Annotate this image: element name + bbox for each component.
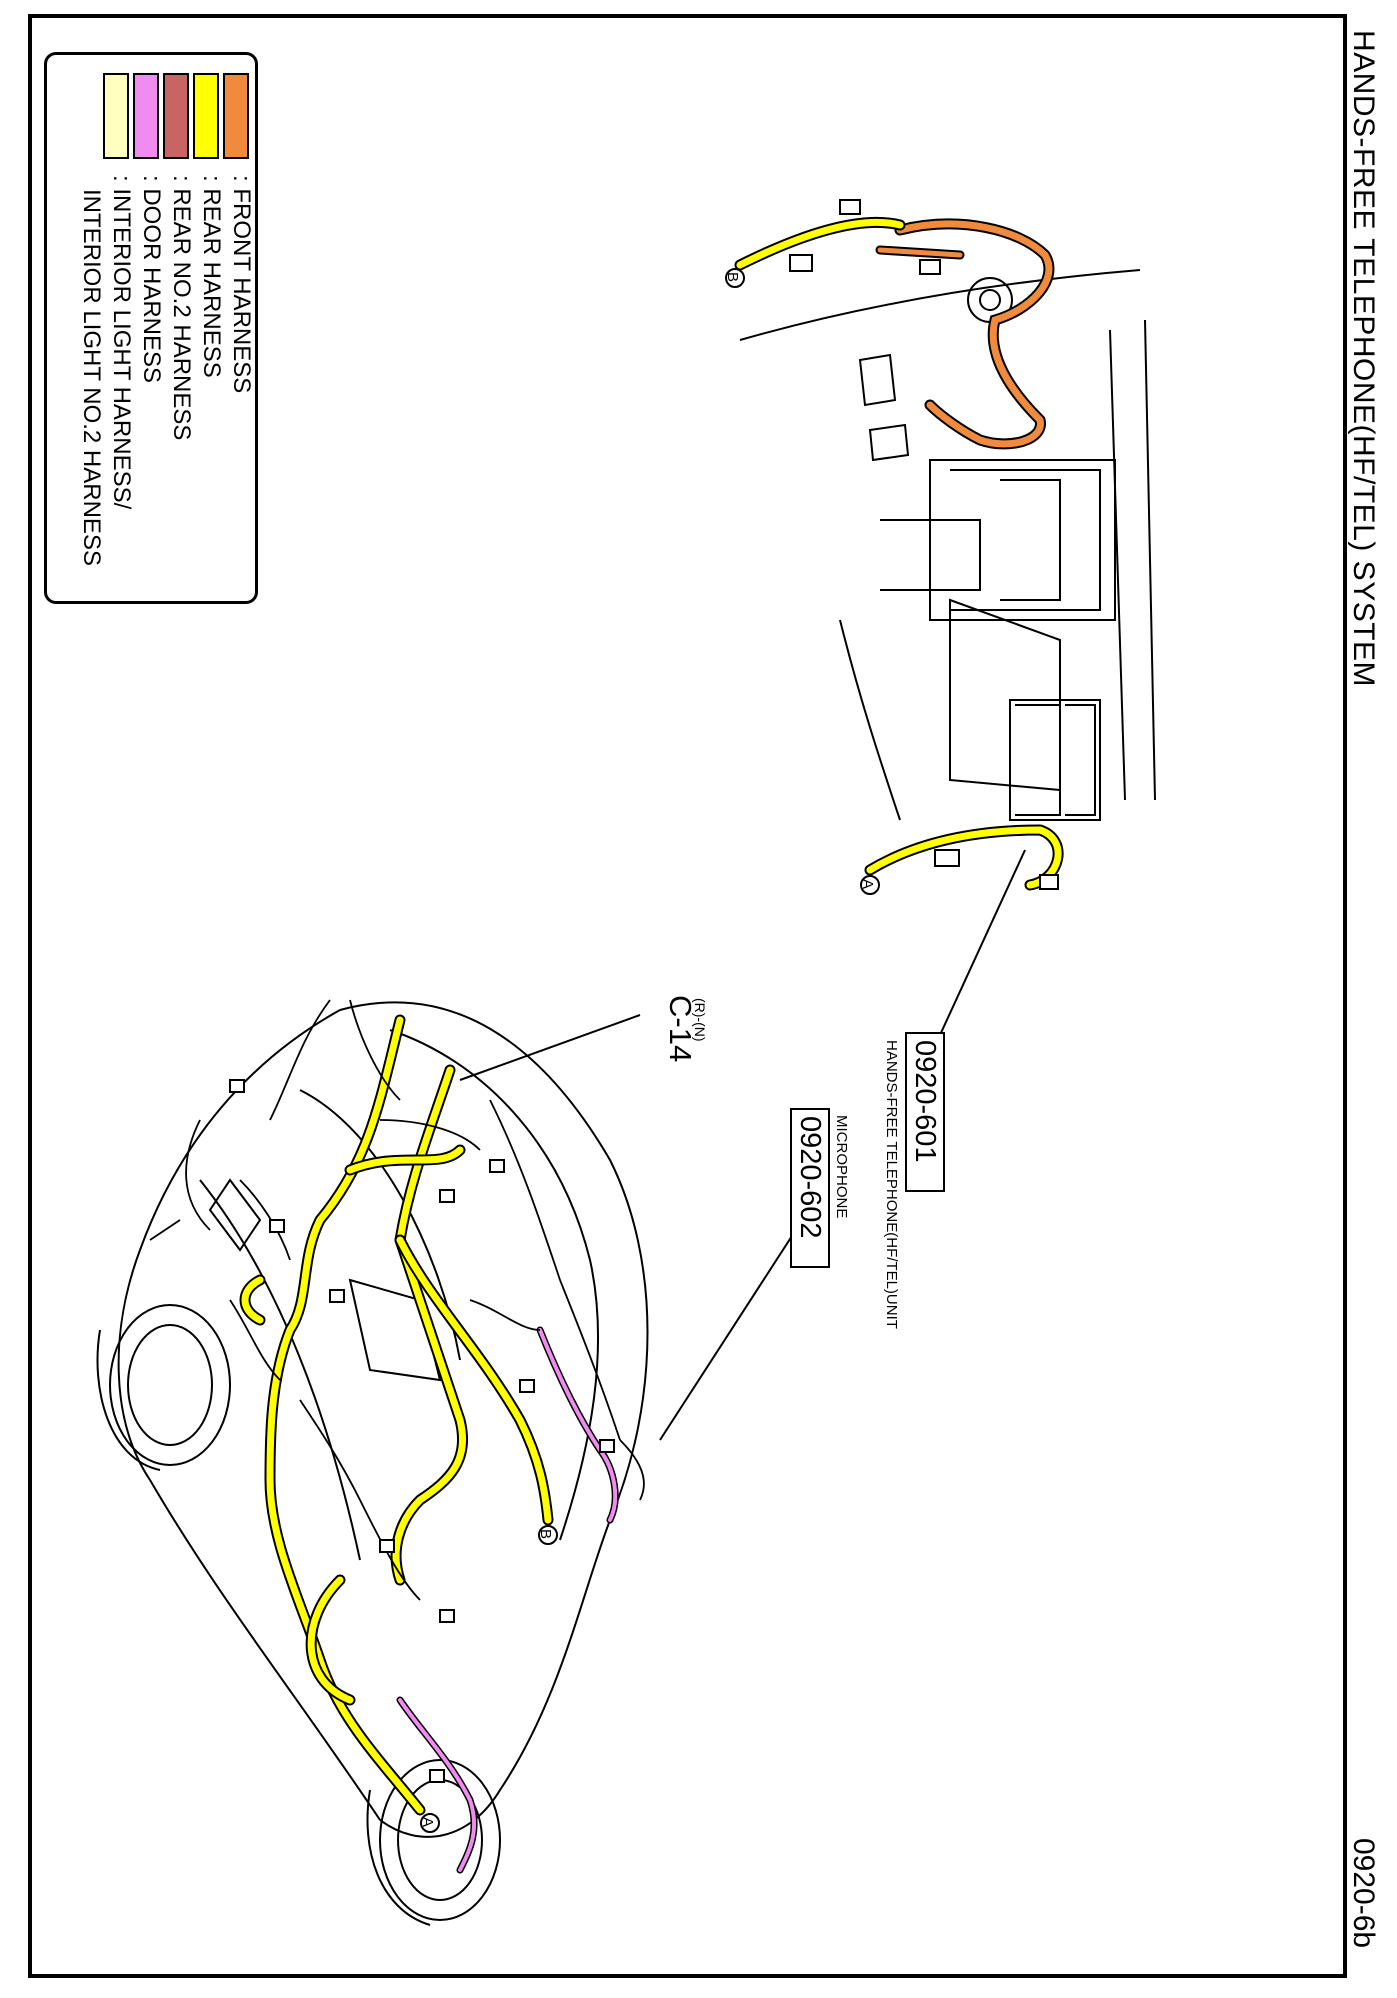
harness-legend: : FRONT HARNESS : REAR HARNESS : REAR NO… bbox=[44, 52, 258, 604]
legend-swatch-rear bbox=[193, 73, 219, 159]
component-code-602: 0920-602 bbox=[794, 1116, 826, 1239]
page-border bbox=[28, 14, 1347, 1978]
rear-harness-dash bbox=[734, 216, 1064, 891]
rear-harness-car bbox=[239, 1014, 554, 1816]
car-marker-b-letter: B bbox=[537, 1529, 554, 1540]
harness-connectors bbox=[229, 1079, 615, 1783]
car-marker-a-letter: A bbox=[419, 1817, 436, 1828]
leader-lines bbox=[459, 849, 1026, 1441]
dash-marker-b bbox=[725, 268, 745, 288]
harness-wires bbox=[149, 999, 645, 1601]
legend-swatch-front bbox=[223, 73, 249, 159]
component-name-601: HANDS-FREE TELEPHONE(HF/TEL)UNIT bbox=[883, 1040, 900, 1329]
car-marker-a bbox=[420, 1813, 440, 1833]
dash-marker-a-letter: A bbox=[859, 879, 876, 890]
legend-swatch-interior-light bbox=[103, 73, 129, 159]
door-harness-car bbox=[396, 1326, 619, 1874]
legend-swatch-door bbox=[133, 73, 159, 159]
car-body-outline bbox=[96, 1001, 649, 1926]
dashboard-outline bbox=[739, 269, 1156, 821]
car-marker-b bbox=[538, 1525, 558, 1545]
front-harness-path bbox=[875, 218, 1055, 450]
connector-note: (R)-(N) bbox=[692, 998, 708, 1042]
component-code-box-602: 0920-602 bbox=[790, 1108, 830, 1268]
component-name-602: MICROPHONE bbox=[833, 1115, 850, 1219]
component-code-601: 0920-601 bbox=[909, 1040, 941, 1163]
dash-marker-b-letter: B bbox=[724, 272, 741, 283]
legend-swatch-rear-no2 bbox=[163, 73, 189, 159]
dash-connectors bbox=[789, 199, 1059, 890]
dash-marker-a bbox=[860, 875, 880, 895]
component-code-box-601: 0920-601 bbox=[905, 1032, 945, 1192]
